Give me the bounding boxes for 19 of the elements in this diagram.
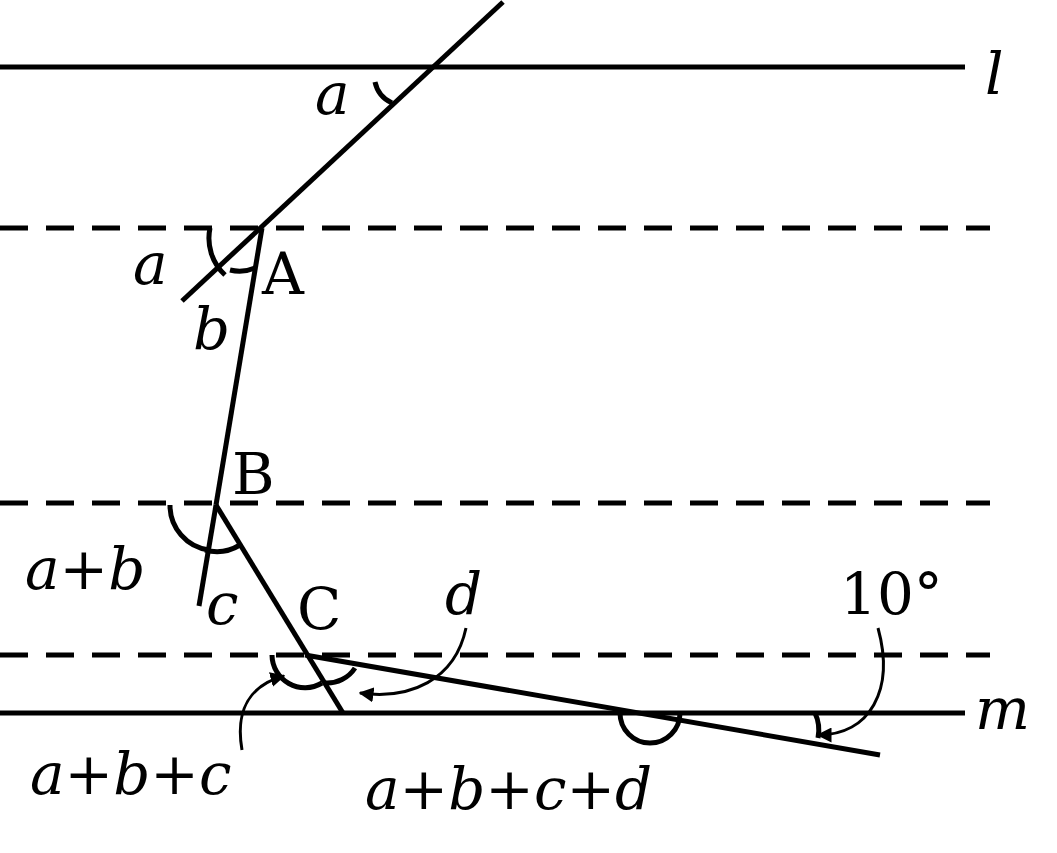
angle-label: a [133,235,168,293]
point-label: C [297,580,342,638]
leader-line [238,672,286,751]
leader-line [358,627,468,702]
angle-label: c [206,575,239,633]
angle-label: a+b+c [30,745,232,803]
angle-label: a [315,65,350,123]
angle-label: d [445,565,483,623]
angle-label: a+b [25,540,146,598]
angle-label: 10° [840,565,943,623]
line-label: m [975,680,1030,738]
angle-label: b [193,300,231,358]
angle-arc [812,712,822,739]
angle-label: a+b+c+d [365,760,653,818]
angle-arc [324,666,357,686]
point-label: B [232,445,275,503]
point-label: A [262,245,304,303]
angle-arc [269,654,324,691]
line-label: l [985,45,1004,103]
